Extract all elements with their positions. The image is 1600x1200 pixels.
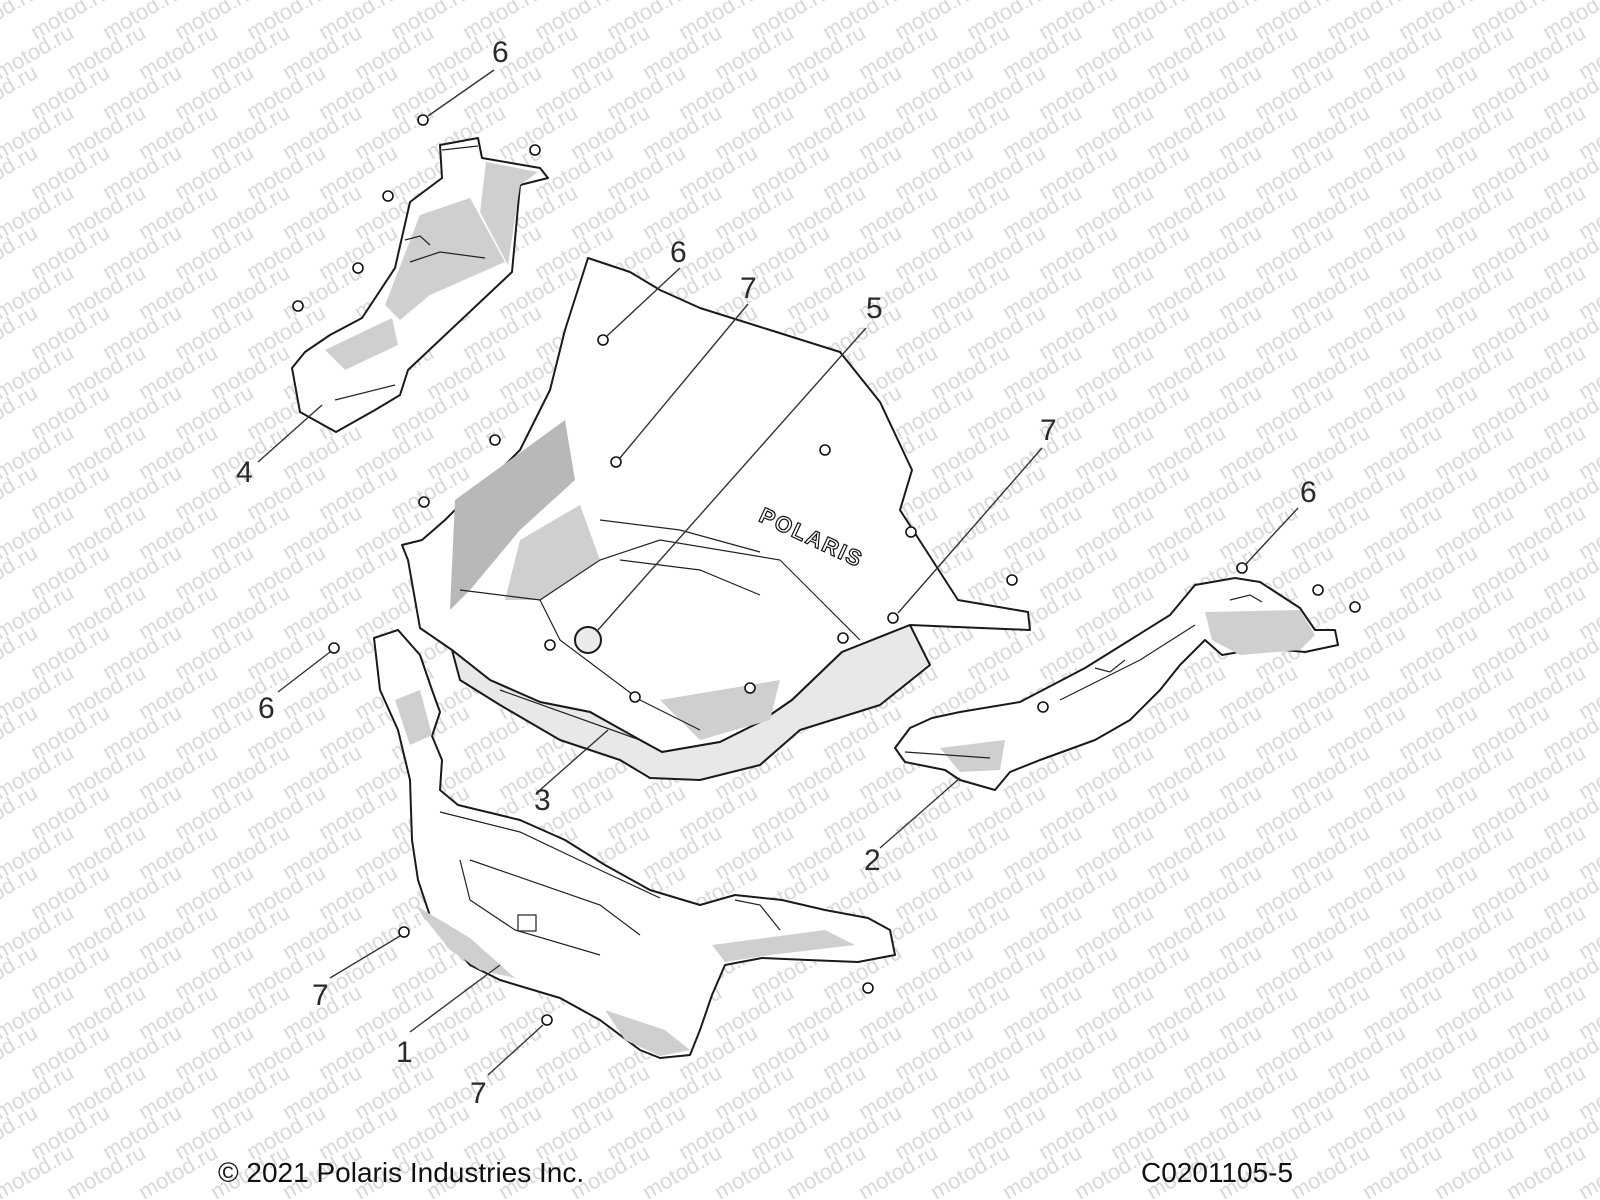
- fastener: [1349, 601, 1361, 613]
- fastener: [489, 434, 501, 446]
- fastener-6-top: [417, 114, 429, 126]
- fastener: [819, 444, 831, 456]
- fastener-6-left: [328, 642, 340, 654]
- fastener: [418, 496, 430, 508]
- part-2-right-side-panel: [894, 577, 1339, 791]
- callout-5: 5: [866, 292, 883, 325]
- fastener-7-center: [610, 456, 622, 468]
- fastener: [905, 526, 917, 538]
- part-1-front-lower-panel: [373, 629, 896, 1059]
- fastener: [529, 144, 541, 156]
- copyright-notice: © 2021 Polaris Industries Inc.: [218, 1157, 585, 1188]
- fastener: [1312, 584, 1324, 596]
- drawing-code: C0201105-5: [1141, 1157, 1294, 1188]
- callout-labels: 6 6 7 5 7 6 4 6 3 2 7 1 7: [236, 36, 1317, 1110]
- callout-6-top: 6: [492, 36, 509, 69]
- callout-7-bottom: 7: [470, 1077, 487, 1110]
- callout-3: 3: [534, 784, 551, 817]
- callout-6-mid: 6: [670, 236, 687, 269]
- fastener-7-bottom: [541, 1014, 553, 1026]
- part-3-center-hood: POLARIS: [401, 257, 1031, 781]
- callout-6-right: 6: [1300, 476, 1317, 509]
- callout-1: 1: [396, 1036, 413, 1069]
- callout-2: 2: [864, 844, 881, 877]
- fastener: [544, 639, 556, 651]
- callout-7-bottom-left: 7: [312, 979, 329, 1012]
- fastener: [352, 262, 364, 274]
- callout-6-left: 6: [258, 692, 275, 725]
- fastener: [1006, 574, 1018, 586]
- callout-7-center: 7: [740, 272, 757, 305]
- fastener: [837, 632, 849, 644]
- fastener: [292, 300, 304, 312]
- fastener-6-right: [1236, 562, 1248, 574]
- watermark-text: motod.ru: [1574, 0, 1600, 4]
- fastener: [382, 190, 394, 202]
- fastener-6-mid: [597, 334, 609, 346]
- callout-7-right: 7: [1040, 414, 1057, 447]
- fastener: [629, 691, 641, 703]
- fastener: [744, 682, 756, 694]
- part-4-left-side-panel: [291, 137, 549, 433]
- fastener: [1037, 701, 1049, 713]
- leader-lines: [257, 69, 1299, 1076]
- fastener-7-bottom-left: [398, 926, 410, 938]
- fasteners: [292, 114, 1361, 1026]
- callout-4: 4: [236, 456, 253, 489]
- fastener-7-right: [887, 612, 899, 624]
- fastener: [862, 982, 874, 994]
